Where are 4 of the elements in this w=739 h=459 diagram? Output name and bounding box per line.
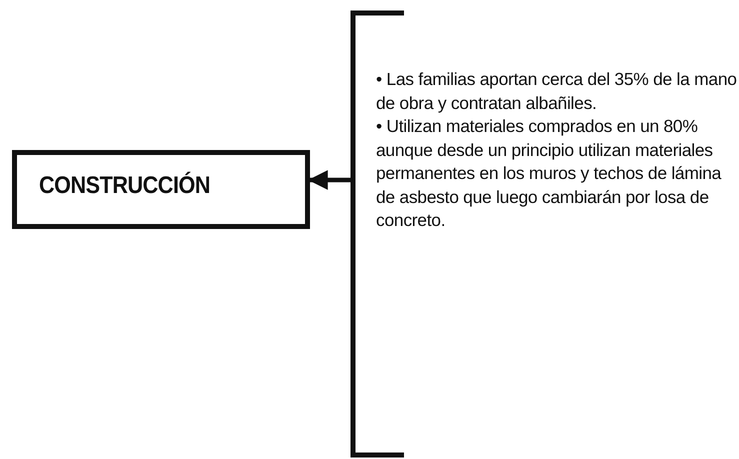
bullet-text: • Utilizan materiales comprados en un 80% aunque desde un principio utilizan materiales permanentes en los muros y techos de lámina de asbesto que luego cambiarán por losa de concreto.: [376, 115, 722, 232]
bullet-text: • Las familias aportan cerca del 35% de la mano de obra y contratan albañiles.: [376, 68, 738, 115]
process-box: CONSTRUCCIÓN: [12, 150, 310, 229]
arrow: [308, 170, 352, 190]
